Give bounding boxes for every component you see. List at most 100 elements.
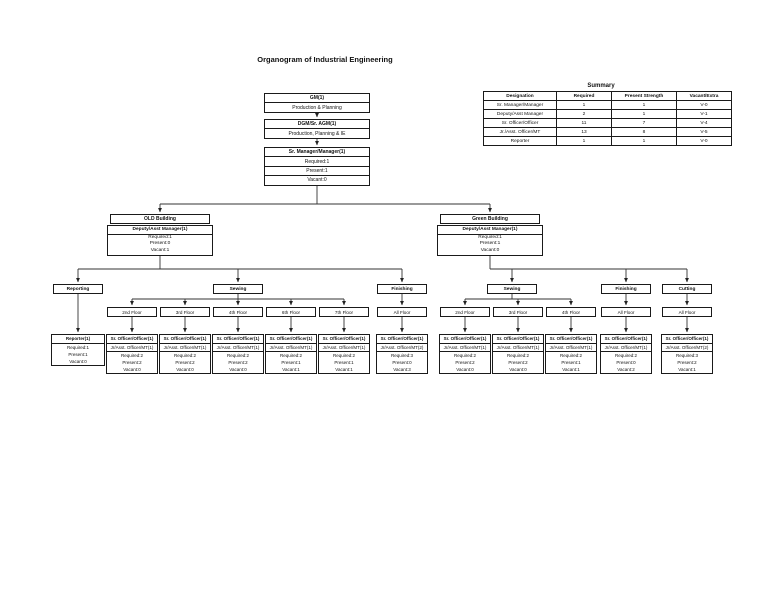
staff-vacant: Vacant:0 [456, 367, 474, 372]
green-building-deputy-box: Deputy/Asst Manager(1) Required:1 Presen… [437, 225, 543, 256]
floor-box: 7th Floor [319, 307, 369, 317]
staff-required: Required:2 [120, 353, 143, 358]
floor-box: 3rd Floor [160, 307, 210, 317]
summary-cell: 2 [556, 109, 612, 119]
summary-col-vacant: Vacant/Extra [676, 91, 732, 101]
staff-required: Required:1 [66, 344, 89, 350]
staff-box: Sr. Officer/Officer(1) Jr/Asst. Officer/… [661, 334, 713, 374]
summary-cell: V-0 [676, 100, 732, 110]
staff-required: Required:2 [279, 353, 302, 358]
sr-manager-required: Required:1 [265, 156, 369, 165]
floor-box: 4th Floor [213, 307, 263, 317]
staff-role-junior: Jr/Asst. Officer/MT(1) [440, 344, 490, 352]
deputy-present: Present:1 [479, 241, 501, 247]
staff-box: Sr. Officer/Officer(1) Jr/Asst. Officer/… [376, 334, 428, 374]
staff-required: Required:2 [614, 353, 637, 358]
staff-box: Sr. Officer/Officer(1) Jr/Asst. Officer/… [439, 334, 491, 374]
staff-vacant: Vacant:0 [69, 358, 87, 364]
staff-role-senior: Sr. Officer/Officer(1) [160, 335, 210, 344]
staff-required: Required:2 [173, 353, 196, 358]
staff-vacant: Vacant:2 [617, 367, 635, 372]
staff-role-junior: Jr/Asst. Officer/MT(1) [266, 344, 316, 352]
staff-vacant: Vacant:0 [176, 367, 194, 372]
staff-present: Present:0 [616, 360, 636, 365]
staff-present: Present:2 [122, 360, 142, 365]
staff-required: Required:2 [506, 353, 529, 358]
staff-role-junior: Jr/Asst. Officer/MT(2) [377, 344, 427, 352]
summary-cell: 7 [611, 118, 677, 128]
summary-cell: V-5 [676, 127, 732, 137]
section-reporting: Reporting [53, 284, 103, 294]
summary-col-required: Required [556, 91, 612, 101]
summary-cell: 1 [556, 136, 612, 146]
staff-required: Required:2 [332, 353, 355, 358]
staff-role-senior: Sr. Officer/Officer(1) [266, 335, 316, 344]
staff-role-senior: Sr. Officer/Officer(1) [601, 335, 651, 344]
staff-vacant: Vacant:1 [335, 367, 353, 372]
section-sewing-green: Sewing [487, 284, 537, 294]
summary-cell: 13 [556, 127, 612, 137]
floor-box: 2nd Floor [440, 307, 490, 317]
staff-required: Required:2 [559, 353, 582, 358]
staff-role-junior: Jr/Asst. Officer/MT(1) [601, 344, 651, 352]
staff-required: Required:3 [675, 353, 698, 358]
staff-present: Present:2 [677, 360, 697, 365]
summary-row: Reporter 1 1 V-0 [483, 136, 732, 146]
summary-row: Sr. Manager/Manager 1 1 V-0 [483, 100, 732, 110]
staff-role: Reporter(1) [52, 335, 104, 344]
sr-manager-present: Present:1 [265, 165, 369, 175]
sr-manager-title: Sr. Manager/Manager(1) [288, 149, 346, 156]
deputy-vacant: Vacant:1 [150, 248, 170, 254]
staff-present: Present:1 [334, 360, 354, 365]
staff-box: Sr. Officer/Officer(1) Jr/Asst. Officer/… [106, 334, 158, 374]
staff-present: Present:2 [455, 360, 475, 365]
staff-role-senior: Sr. Officer/Officer(1) [662, 335, 712, 344]
gm-title: GM(1) [309, 95, 325, 102]
staff-role-junior: Jr/Asst. Officer/MT(1) [160, 344, 210, 352]
deputy-title: Deputy/Asst Manager(1) [438, 226, 542, 235]
gm-box: GM(1) Production & Planning [264, 93, 370, 113]
summary-title: Summary [587, 83, 615, 89]
gm-dept: Production & Planning [265, 102, 369, 111]
summary-cell: Deputy/Asst Manager [483, 109, 557, 119]
deputy-vacant: Vacant:0 [480, 248, 500, 254]
staff-role-senior: Sr. Officer/Officer(1) [213, 335, 263, 344]
summary-cell: V-1 [676, 109, 732, 119]
summary-cell: Reporter [483, 136, 557, 146]
summary-cell: 1 [556, 100, 612, 110]
section-finishing-green: Finishing [601, 284, 651, 294]
staff-present: Present:0 [392, 360, 412, 365]
summary-cell: 8 [611, 127, 677, 137]
summary-cell: 1 [611, 136, 677, 146]
staff-present: Present:1 [281, 360, 301, 365]
summary-col-designation: Designation [483, 91, 557, 101]
staff-role-junior: Jr/Asst. Officer/MT(1) [493, 344, 543, 352]
staff-vacant: Vacant:0 [509, 367, 527, 372]
staff-role-junior: Jr/Asst. Officer/MT(1) [319, 344, 369, 352]
deputy-title: Deputy/Asst Manager(1) [108, 226, 212, 235]
staff-role-senior: Sr. Officer/Officer(1) [493, 335, 543, 344]
summary-cell: Sr. Officer/Officer [483, 118, 557, 128]
staff-box: Sr. Officer/Officer(1) Jr/Asst. Officer/… [318, 334, 370, 374]
staff-role-junior: Jr/Asst. Officer/MT(1) [546, 344, 596, 352]
staff-present: Present:2 [508, 360, 528, 365]
section-sewing-old: Sewing [213, 284, 263, 294]
floor-box: 6th Floor [266, 307, 316, 317]
dgm-box: DGM/Sr. AGM(1) Production, Planning & IE [264, 119, 370, 139]
staff-role-senior: Sr. Officer/Officer(1) [107, 335, 157, 344]
staff-required: Required:3 [390, 353, 413, 358]
staff-required: Required:2 [453, 353, 476, 358]
staff-box-reporter: Reporter(1) Required:1 Present:1 Vacant:… [51, 334, 105, 366]
sr-manager-box: Sr. Manager/Manager(1) Required:1 Presen… [264, 147, 370, 186]
staff-role-junior: Jr/Asst. Officer/MT(1) [213, 344, 263, 352]
summary-cell: V-4 [676, 118, 732, 128]
staff-role-senior: Sr. Officer/Officer(1) [319, 335, 369, 344]
summary-header-row: Designation Required Present Strength Va… [483, 91, 732, 101]
summary-table: Designation Required Present Strength Va… [483, 91, 732, 146]
section-cutting: Cutting [662, 284, 712, 294]
staff-role-senior: Sr. Officer/Officer(1) [377, 335, 427, 344]
staff-box: Sr. Officer/Officer(1) Jr/Asst. Officer/… [545, 334, 597, 374]
staff-role-senior: Sr. Officer/Officer(1) [440, 335, 490, 344]
